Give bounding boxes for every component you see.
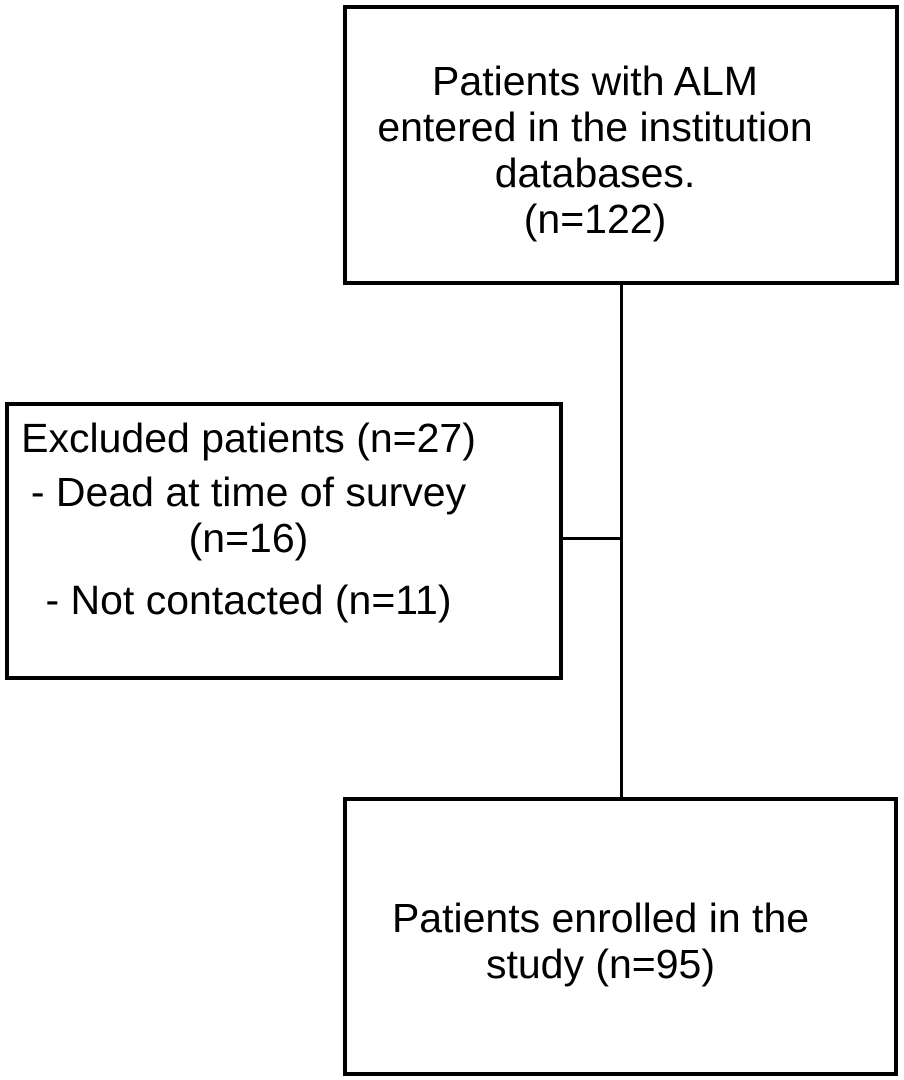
connector-vertical-line xyxy=(620,285,623,799)
box-total-line-1: Patients with ALM xyxy=(432,58,758,104)
box-enrolled-patients: Patients enrolled in the study (n=95) xyxy=(343,797,898,1076)
box-excluded-patients: Excluded patients (n=27) - Dead at time … xyxy=(5,402,563,680)
box-excluded-item-not-contacted: - Not contacted (n=11) xyxy=(45,577,452,623)
box-total-line-2: entered in the institution xyxy=(377,104,813,150)
box-total-count: (n=122) xyxy=(523,196,667,242)
box-total-line-3: databases. xyxy=(494,150,696,196)
box-enrolled-line-1: Patients enrolled in the xyxy=(391,894,810,941)
box-excluded-item-dead-count: (n=16) xyxy=(188,515,309,561)
connector-branch-line xyxy=(560,537,622,540)
box-enrolled-line-2: study (n=95) xyxy=(485,940,716,987)
box-total-patients: Patients with ALM entered in the institu… xyxy=(343,5,899,285)
box-excluded-item-dead: - Dead at time of survey xyxy=(30,469,467,515)
box-excluded-title: Excluded patients (n=27) xyxy=(21,415,476,461)
